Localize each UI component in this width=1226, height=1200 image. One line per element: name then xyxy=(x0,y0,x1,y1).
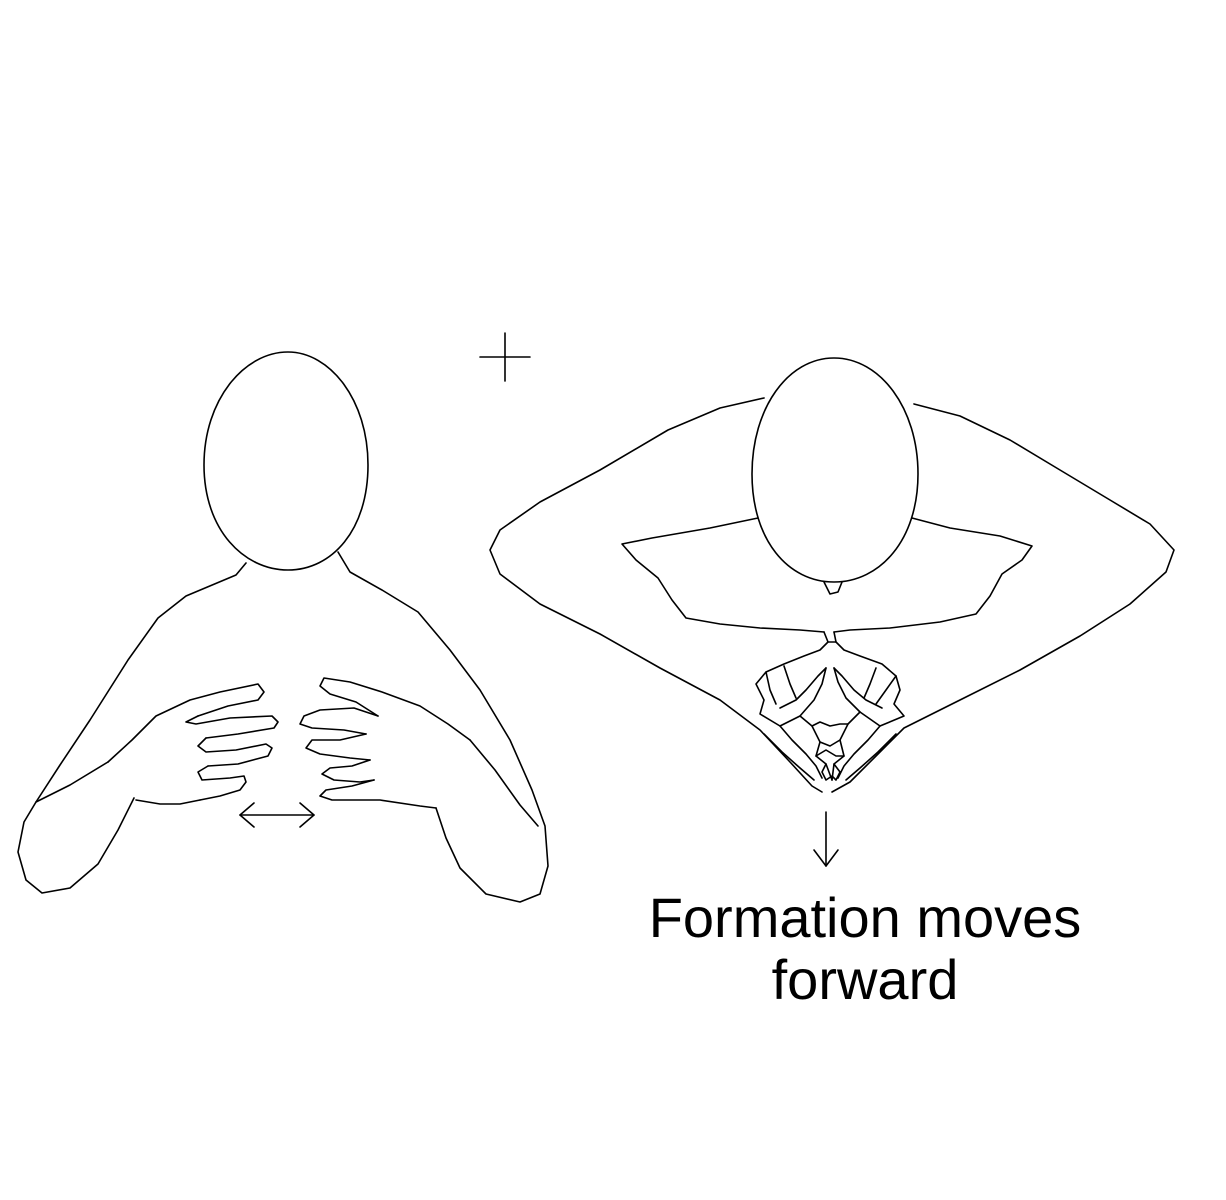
top-view-figure xyxy=(489,357,1175,867)
plus-icon xyxy=(479,332,531,382)
caption-line-2: forward xyxy=(771,948,959,1011)
front-left-inner-arm xyxy=(35,761,109,803)
front-left-hand xyxy=(107,683,279,805)
top-chest-right xyxy=(833,517,1033,633)
top-head xyxy=(751,357,919,583)
front-torso-outline xyxy=(17,562,247,894)
down-arrow-icon xyxy=(813,811,839,867)
caption-line-1: Formation moves xyxy=(648,886,1082,949)
front-torso-outline-right xyxy=(337,551,549,903)
top-right-arm-outline xyxy=(831,403,1175,793)
top-left-arm-outline xyxy=(489,397,823,793)
top-chest-left xyxy=(621,517,825,633)
top-nose xyxy=(823,581,843,595)
front-view-figure xyxy=(17,351,549,903)
front-right-inner-arm xyxy=(469,739,539,827)
front-right-hand xyxy=(299,677,471,809)
double-headed-arrow-icon xyxy=(239,802,315,828)
front-head xyxy=(203,351,369,571)
top-chest-center xyxy=(823,631,837,643)
top-clasped-hands xyxy=(755,641,905,781)
